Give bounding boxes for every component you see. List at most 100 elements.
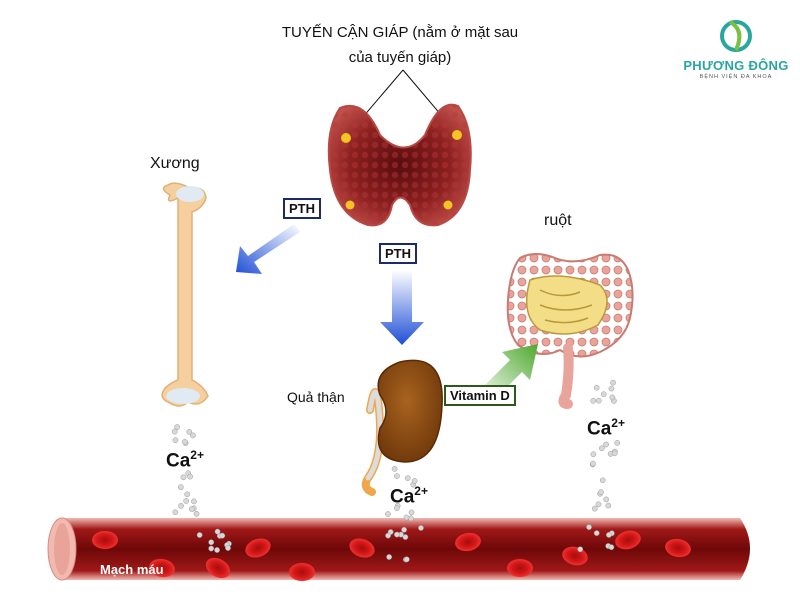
calcium-particle: [391, 465, 398, 472]
calcium-particle: [193, 510, 200, 517]
pth-arrow-to-bone: [236, 224, 300, 274]
calcium-particle: [385, 532, 391, 539]
logo-name: PHƯƠNG ĐÔNG: [683, 58, 789, 73]
calcium-particle: [418, 525, 424, 531]
calcium-label-intestine: Ca2+: [587, 416, 625, 440]
calcium-label-bone: Ca2+: [166, 448, 204, 472]
calcium-particle: [208, 545, 215, 552]
logo-subtitle: BỆNH VIỆN ĐA KHOA: [699, 74, 773, 80]
calcium-particle: [172, 509, 179, 516]
calcium-particle: [208, 539, 215, 546]
calcium-particle: [188, 506, 195, 512]
calcium-symbol: Ca: [390, 486, 415, 508]
blood-vessel-label: Mạch máu: [100, 562, 164, 577]
red-blood-cell: [149, 558, 175, 578]
calcium-particle: [401, 526, 407, 533]
red-blood-cell: [615, 530, 641, 550]
calcium-symbol: Ca: [587, 418, 612, 440]
pth-arrow-to-kidney: [380, 270, 424, 345]
calcium-particle: [402, 534, 409, 540]
calcium-charge: 2+: [190, 448, 204, 462]
red-blood-cells: [92, 530, 691, 581]
calcium-particle: [577, 546, 584, 553]
calcium-particle: [408, 509, 415, 516]
calcium-particle: [403, 556, 410, 563]
calcium-particle: [196, 532, 203, 538]
calcium-particle: [184, 491, 191, 498]
calcium-particle: [403, 514, 410, 521]
calcium-particle: [393, 505, 400, 511]
calcium-particle: [180, 474, 187, 481]
calcium-particle: [603, 496, 610, 503]
calcium-particle: [611, 450, 618, 457]
calcium-particle: [394, 531, 400, 538]
calcium-particle: [586, 524, 592, 530]
vitamin-d-box: Vitamin D: [444, 385, 516, 406]
calcium-particle: [608, 544, 615, 551]
calcium-particle: [186, 428, 193, 435]
calcium-particle: [174, 424, 180, 430]
title-line-2: của tuyến giáp): [348, 49, 452, 66]
calcium-particles: [171, 379, 621, 563]
calcium-particle: [610, 379, 616, 386]
red-blood-cell: [205, 557, 231, 579]
intestine-label: ruột: [544, 212, 572, 229]
calcium-symbol: Ca: [166, 450, 191, 472]
red-blood-cell: [289, 563, 315, 581]
calcium-particle: [595, 501, 602, 508]
calcium-particle: [603, 441, 609, 448]
calcium-particle: [214, 547, 220, 553]
logo-icon: [720, 20, 752, 52]
red-blood-cell: [507, 559, 533, 577]
red-blood-cell: [349, 538, 375, 558]
pth-kidney-box: PTH: [379, 243, 417, 264]
calcium-particle: [225, 545, 231, 551]
calcium-particle: [606, 532, 612, 538]
calcium-particle: [590, 397, 597, 404]
calcium-particle: [598, 445, 605, 452]
bone-label: Xương: [150, 155, 200, 172]
parathyroid-title: TUYẾN CẬN GIÁP (nằm ở mặt sau của tuyến …: [250, 20, 550, 70]
calcium-particle: [590, 451, 597, 458]
bone: [161, 182, 209, 407]
calcium-particle: [591, 505, 598, 512]
calcium-particle: [590, 460, 596, 467]
calcium-particle: [394, 473, 400, 479]
calcium-particle: [171, 428, 178, 435]
calcium-particle: [614, 440, 621, 446]
calcium-particle: [404, 475, 411, 482]
calcium-particle: [411, 478, 418, 484]
calcium-particle: [182, 439, 188, 445]
calcium-particle: [214, 528, 221, 535]
kidney-label: Quả thận: [287, 389, 345, 405]
calcium-particle: [190, 432, 196, 439]
red-blood-cell: [665, 538, 691, 558]
calcium-particle: [605, 502, 612, 509]
intestine: [506, 253, 634, 409]
calcium-particle: [600, 391, 607, 398]
calcium-particle: [609, 394, 616, 401]
red-blood-cell: [92, 531, 118, 549]
title-line-1: TUYẾN CẬN GIÁP (nằm ở mặt sau: [281, 24, 519, 41]
calcium-particle: [187, 473, 193, 480]
calcium-particle: [183, 498, 189, 504]
calcium-charge: 2+: [414, 484, 428, 498]
pth-bone-box: PTH: [283, 198, 321, 219]
calcium-particle: [599, 477, 606, 484]
calcium-particle: [386, 554, 392, 560]
calcium-particle: [172, 437, 179, 444]
calcium-particle: [385, 511, 391, 517]
calcium-particle: [598, 489, 604, 496]
calcium-particle: [177, 484, 184, 491]
calcium-particle: [593, 384, 600, 391]
calcium-charge: 2+: [611, 416, 625, 430]
calcium-particle: [593, 530, 600, 536]
calcium-particle: [191, 498, 197, 505]
red-blood-cell: [455, 532, 481, 552]
thyroid-gland: [327, 103, 472, 227]
kidney: [361, 359, 443, 496]
calcium-particle: [595, 397, 602, 404]
calcium-particle: [219, 532, 226, 539]
